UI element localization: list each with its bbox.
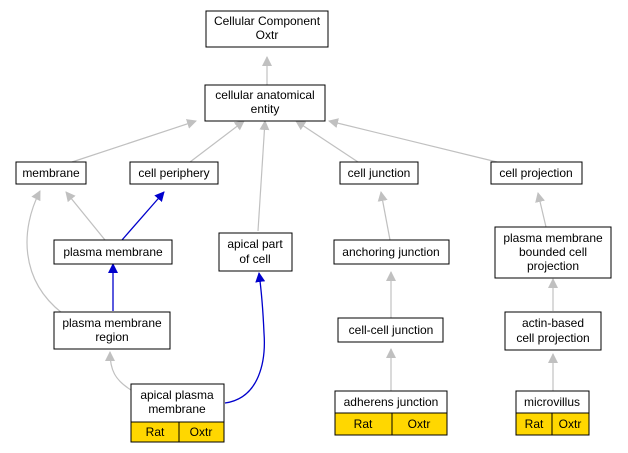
- gene-label-oxtr: Oxtr: [190, 425, 213, 439]
- node-label: projection: [527, 259, 579, 273]
- node-label: membrane: [148, 402, 206, 416]
- edge-plasma-membrane: [65, 191, 106, 241]
- go-term-cell-cell-junction[interactable]: cell-cell junction: [337, 317, 444, 343]
- node-label: microvillus: [524, 395, 580, 409]
- edge-apicalpart-anat: [257, 120, 270, 232]
- node-label: apical part: [227, 237, 283, 251]
- node-label: membrane: [22, 166, 80, 180]
- node-label: cell junction: [348, 166, 411, 180]
- go-term-cell-junction[interactable]: cell junction: [339, 161, 419, 185]
- node-label: anchoring junction: [342, 245, 439, 259]
- go-term-actin-based-cell-projection[interactable]: actin-based cell projection: [504, 311, 602, 351]
- gene-label-rat: Rat: [146, 425, 165, 439]
- node-label: Cellular Component: [214, 14, 321, 28]
- node-label: region: [95, 330, 128, 344]
- gene-label-oxtr: Oxtr: [408, 417, 431, 431]
- edge-apicalpm-pmregion: [105, 351, 132, 391]
- edge-anchoring-junction: [377, 191, 391, 241]
- node-label: cell-cell junction: [349, 323, 434, 337]
- node-label: cell periphery: [138, 166, 209, 180]
- gene-label-rat: Rat: [525, 417, 544, 431]
- node-label: actin-based: [522, 316, 584, 330]
- gene-cell-oxtr[interactable]: [391, 412, 448, 436]
- go-term-microvillus[interactable]: microvillus Rat Oxtr: [515, 390, 590, 436]
- node-label: of cell: [239, 252, 270, 266]
- edge-pmregion-membrane: [26, 190, 63, 314]
- gene-label-rat: Rat: [354, 417, 373, 431]
- edges: [26, 56, 558, 404]
- go-term-cellular-component-oxtr[interactable]: Cellular Component Oxtr: [205, 10, 329, 48]
- go-term-apical-part-of-cell[interactable]: apical part of cell: [218, 232, 293, 272]
- node-label: entity: [251, 102, 280, 116]
- go-term-cell-periphery[interactable]: cell periphery: [129, 161, 219, 185]
- go-term-anchoring-junction[interactable]: anchoring junction: [333, 239, 450, 265]
- edge-plasma-periphery: [121, 191, 165, 241]
- go-term-plasma-membrane-bounded-cell-projection[interactable]: plasma membrane bounded cell projection: [494, 226, 612, 279]
- node-label: bounded cell: [519, 245, 587, 259]
- node-label: Oxtr: [256, 28, 279, 42]
- go-term-adherens-junction[interactable]: adherens junction Rat Oxtr: [334, 390, 448, 436]
- edge-projection-anat: [328, 118, 498, 163]
- gene-cell-oxtr[interactable]: [178, 421, 225, 443]
- edge-membrane-anat: [71, 119, 197, 163]
- go-term-plasma-membrane[interactable]: plasma membrane: [53, 239, 173, 265]
- node-label: apical plasma: [140, 388, 214, 402]
- gene-cell-oxtr[interactable]: [551, 412, 590, 436]
- edge-pmbounded-projection: [535, 192, 547, 228]
- go-term-cellular-anatomical-entity[interactable]: cellular anatomical entity: [204, 84, 326, 122]
- edge-apicalpm-apicalpart: [224, 272, 266, 404]
- node-label: cell projection: [516, 331, 589, 345]
- gene-label-oxtr: Oxtr: [559, 417, 582, 431]
- edge-periphery-anat: [189, 120, 245, 163]
- node-label: adherens junction: [344, 395, 439, 409]
- go-term-cell-projection[interactable]: cell projection: [490, 161, 583, 185]
- go-term-membrane[interactable]: membrane: [15, 161, 87, 185]
- node-label: plasma membrane: [503, 231, 603, 245]
- node-label: plasma membrane: [62, 316, 162, 330]
- node-label: cell projection: [499, 166, 572, 180]
- go-term-plasma-membrane-region[interactable]: plasma membrane region: [53, 311, 171, 350]
- node-label: plasma membrane: [63, 245, 163, 259]
- edge-junction-anat: [295, 120, 359, 163]
- go-term-apical-plasma-membrane[interactable]: apical plasma membrane Rat Oxtr: [130, 383, 225, 443]
- node-label: cellular anatomical: [215, 88, 314, 102]
